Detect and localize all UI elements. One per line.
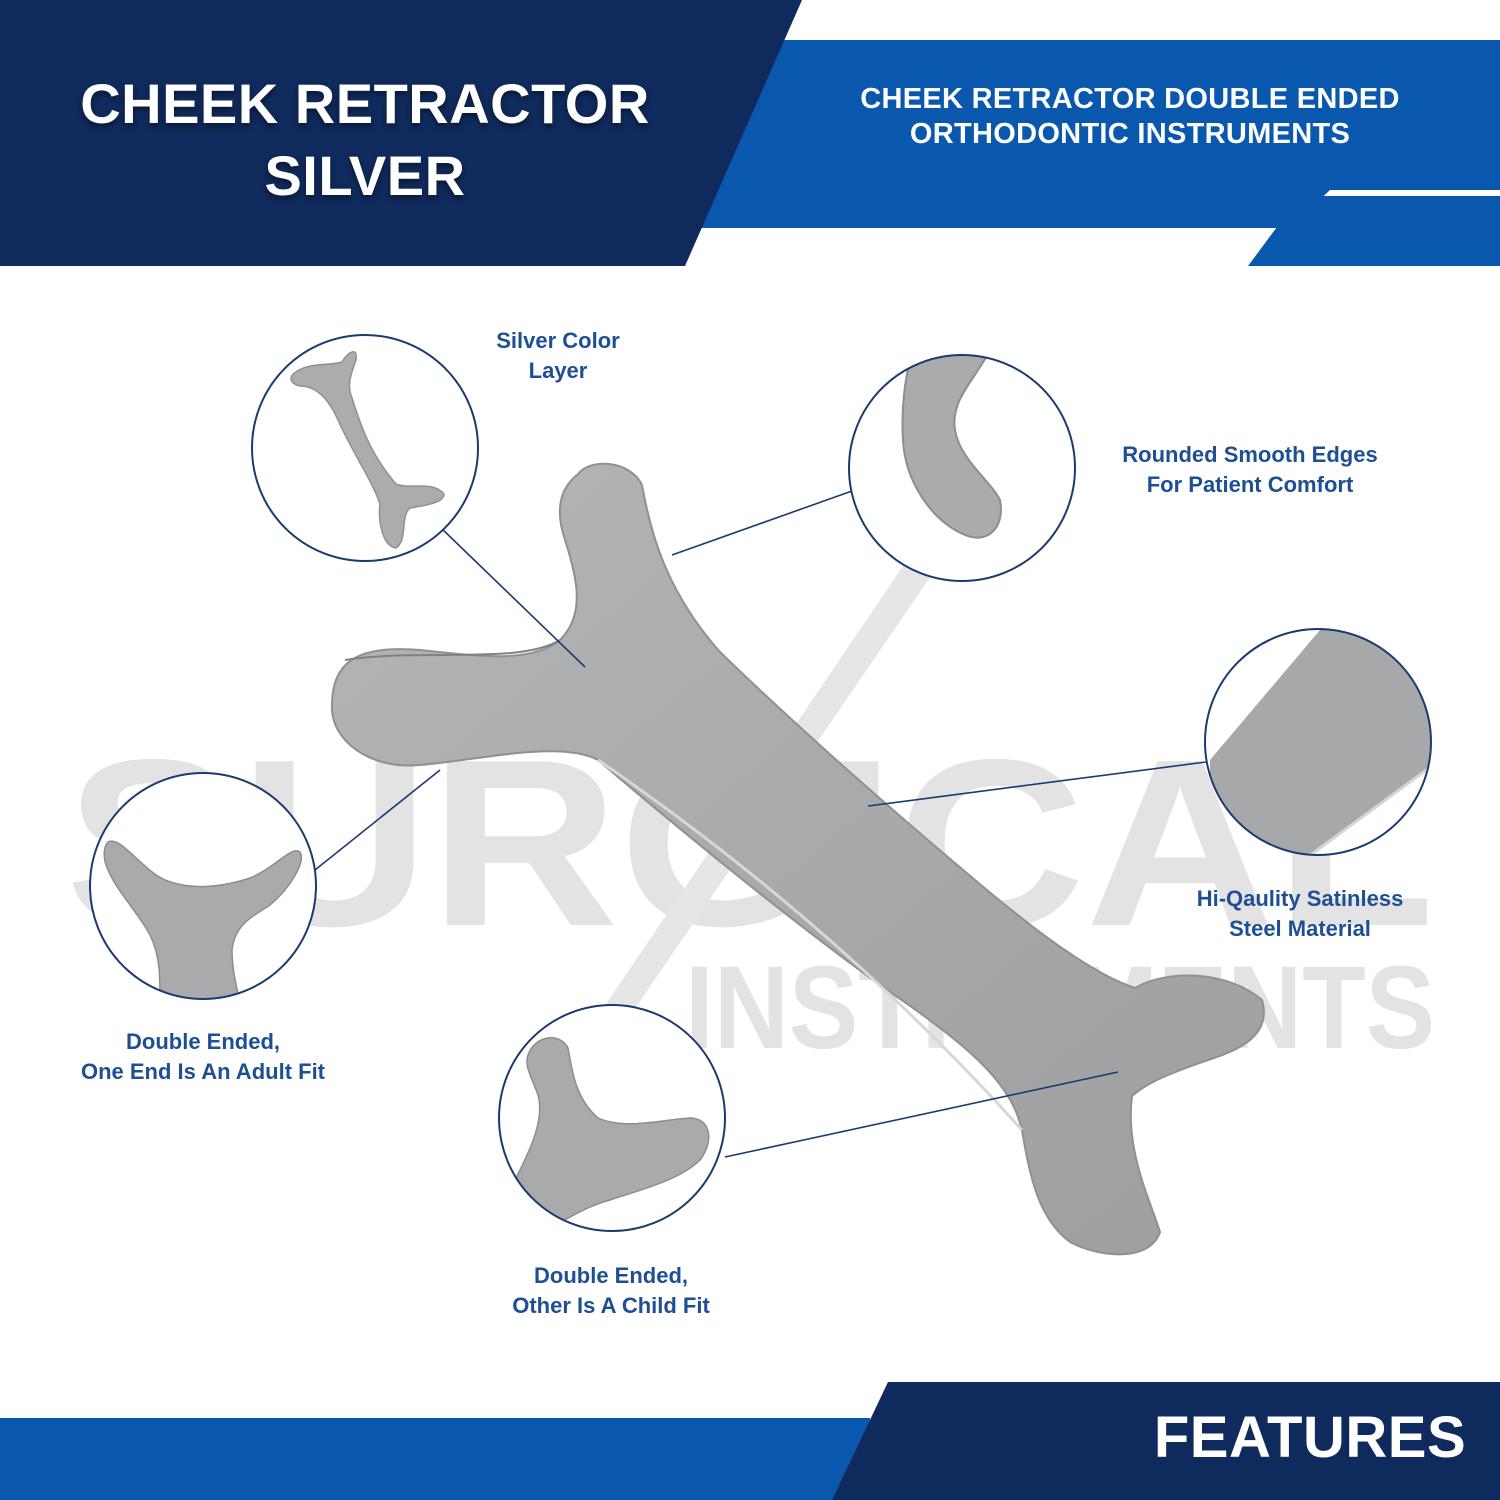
zoom-circle-adult-fit <box>89 772 317 1000</box>
page-subtitle: CHEEK RETRACTOR DOUBLE ENDED ORTHODONTIC… <box>790 82 1470 152</box>
callout-line-steel-material <box>867 761 1207 807</box>
zoom-child-end-image <box>514 1037 710 1231</box>
header-navy-panel <box>0 0 802 266</box>
zoom-circle-silver-color <box>251 334 479 562</box>
zoom-circle-rounded-edges <box>848 354 1076 582</box>
feature-label-rounded-edges: Rounded Smooth Edges For Patient Comfort <box>1122 442 1378 497</box>
title-line1: CHEEK RETRACTOR <box>80 72 650 135</box>
retractor-bevel <box>597 758 1024 1132</box>
callout-lines <box>314 490 1207 1158</box>
callout-line-child-fit <box>724 1071 1119 1158</box>
title-line2: SILVER <box>264 144 466 207</box>
zoom-edge-image <box>901 355 1002 539</box>
cheek-retractor-image <box>330 462 1265 1256</box>
feature-label-silver-color: Silver Color Layer <box>496 328 620 383</box>
callout-line-adult-fit <box>314 769 441 871</box>
header-royal-band <box>700 40 1500 228</box>
feature-label-child-fit: Double Ended, Other Is A Child Fit <box>512 1263 710 1318</box>
zoom-shaft-image <box>1210 630 1431 855</box>
subtitle-line1: CHEEK RETRACTOR DOUBLE ENDED <box>860 83 1400 115</box>
header-royal-corner <box>1248 196 1500 266</box>
zoom-adult-end-image <box>103 840 302 999</box>
retractor-edge <box>344 639 561 661</box>
zoom-circle-steel-material <box>1204 628 1432 856</box>
callout-line-silver-color <box>439 526 586 668</box>
mini-retractor-image <box>290 351 445 549</box>
feature-label-steel-material: Hi-Qaulity Satinless Steel Material <box>1196 886 1404 941</box>
footer-navy-panel <box>832 1382 1500 1500</box>
zoom-circle-child-fit <box>498 1004 726 1232</box>
footer-features-label: FEATURES <box>1153 1405 1467 1470</box>
page-title: CHEEK RETRACTOR SILVER <box>40 68 690 212</box>
retractor-body <box>330 462 1265 1256</box>
feature-label-adult-fit: Double Ended, One End Is An Adult Fit <box>80 1029 326 1084</box>
subtitle-line2: ORTHODONTIC INSTRUMENTS <box>909 118 1351 150</box>
callout-line-rounded-edges <box>671 490 853 556</box>
footer-royal-band <box>0 1418 870 1500</box>
